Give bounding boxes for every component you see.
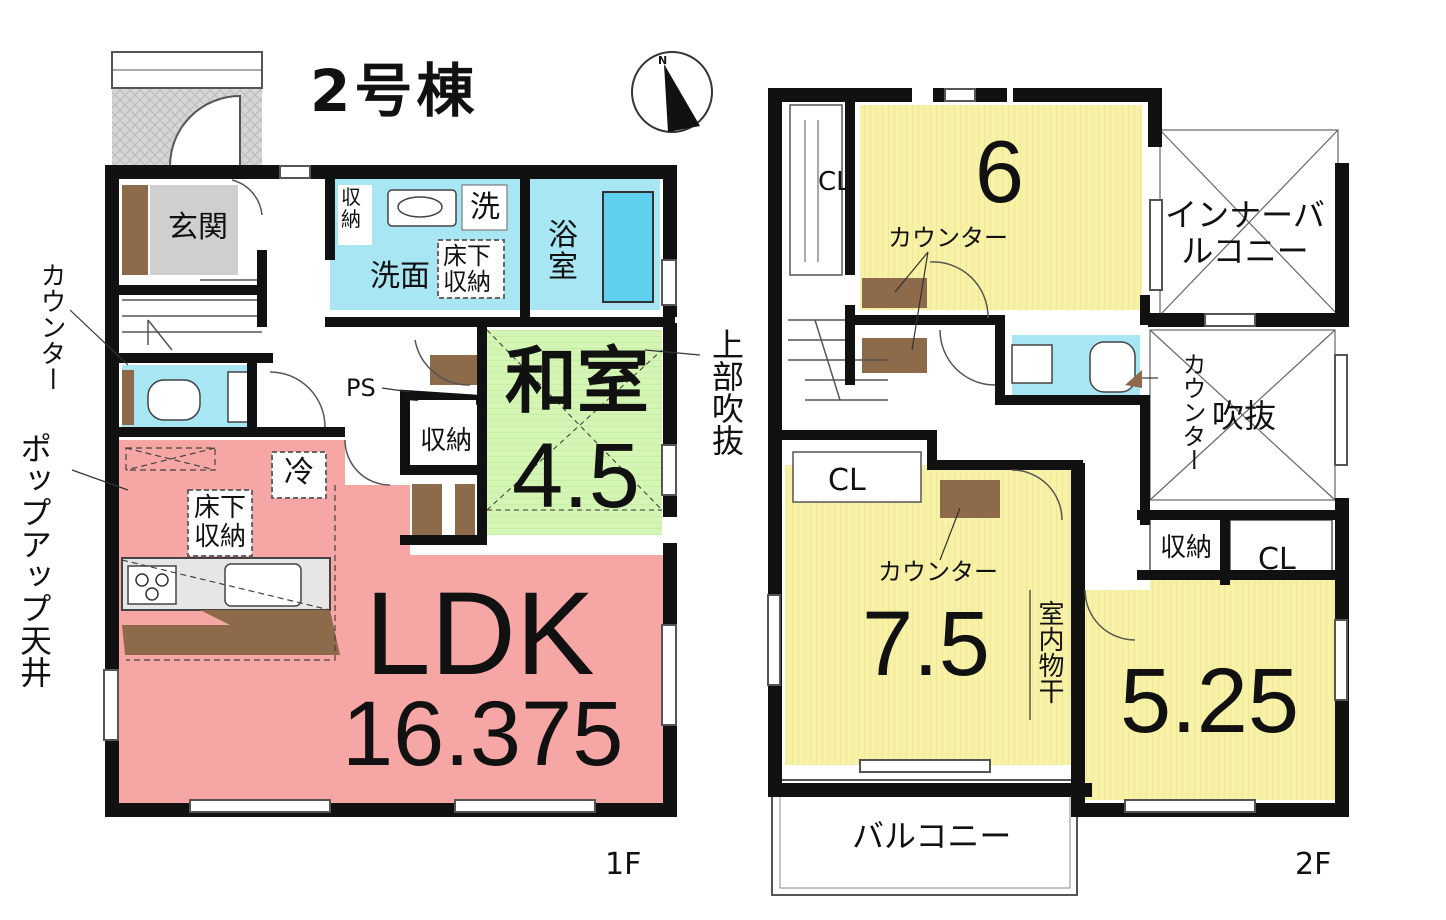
first-floor (69, 51, 701, 817)
washitsu-name: 和室 (505, 339, 650, 423)
room-5-25 (1085, 575, 1338, 800)
shitsunai-monohoshi-label: 室内物干 (1034, 600, 1064, 704)
room-6 (860, 105, 1142, 310)
cl-top-label: CL (818, 167, 851, 197)
counter-right-annotation: カウンター (1178, 352, 1206, 472)
second-floor (767, 88, 1349, 896)
floor1-label: 1F (605, 847, 642, 882)
room-7-5-size: 7.5 (862, 593, 990, 695)
ps-label: PS (346, 374, 376, 402)
ldk-name: LDK (365, 568, 595, 700)
ldk-room (116, 440, 665, 805)
rei-label: 冷 (284, 455, 314, 490)
bathtub (602, 191, 654, 303)
cl-right-label: CL (1258, 542, 1296, 577)
counter-top-annotation: カウンター (888, 224, 1008, 252)
room-7-5 (785, 465, 1075, 765)
shuno-label-washitsu: 収納 (420, 426, 473, 456)
compass-north-label: N (658, 54, 668, 67)
washitsu-size: 4.5 (512, 425, 640, 527)
genkan-label: 玄関 (168, 210, 228, 245)
genkan-floor (150, 185, 238, 275)
ldk-size: 16.375 (342, 683, 624, 785)
shuno-label-wash: 収納 (341, 185, 361, 231)
building-title: 2号棟 (310, 57, 479, 125)
room-5-25-size: 5.25 (1120, 650, 1300, 752)
yokushitsu-label: 浴室 (548, 218, 578, 285)
compass-icon (631, 51, 713, 133)
washitsu-room (487, 330, 662, 535)
balcony (771, 779, 1078, 896)
inner-balcony-label: インナーバルコニー (1165, 196, 1325, 270)
floor2-label: 2F (1295, 847, 1332, 882)
yukashita-label-ldk: 床下収納 (193, 493, 246, 552)
counter-mid-annotation: カウンター (878, 558, 998, 586)
senmen-label: 洗面 (370, 259, 430, 294)
yukashita-label-wash: 床下収納 (443, 242, 491, 297)
sen-label: 洗 (470, 190, 500, 225)
cl-mid-label: CL (828, 463, 866, 498)
fukinuke-label: 吹抜 (1212, 397, 1277, 435)
popup-ceiling-annotation: ポップアップ天井 (15, 432, 53, 688)
counter-left-annotation: カウンター (36, 262, 66, 392)
room-6-size: 6 (975, 122, 1024, 221)
joubu-fukinuke-annotation: 上部吹抜 (707, 328, 745, 456)
shuno-2f-label: 収納 (1160, 533, 1213, 563)
balcony-label: バルコニー (852, 817, 1012, 855)
